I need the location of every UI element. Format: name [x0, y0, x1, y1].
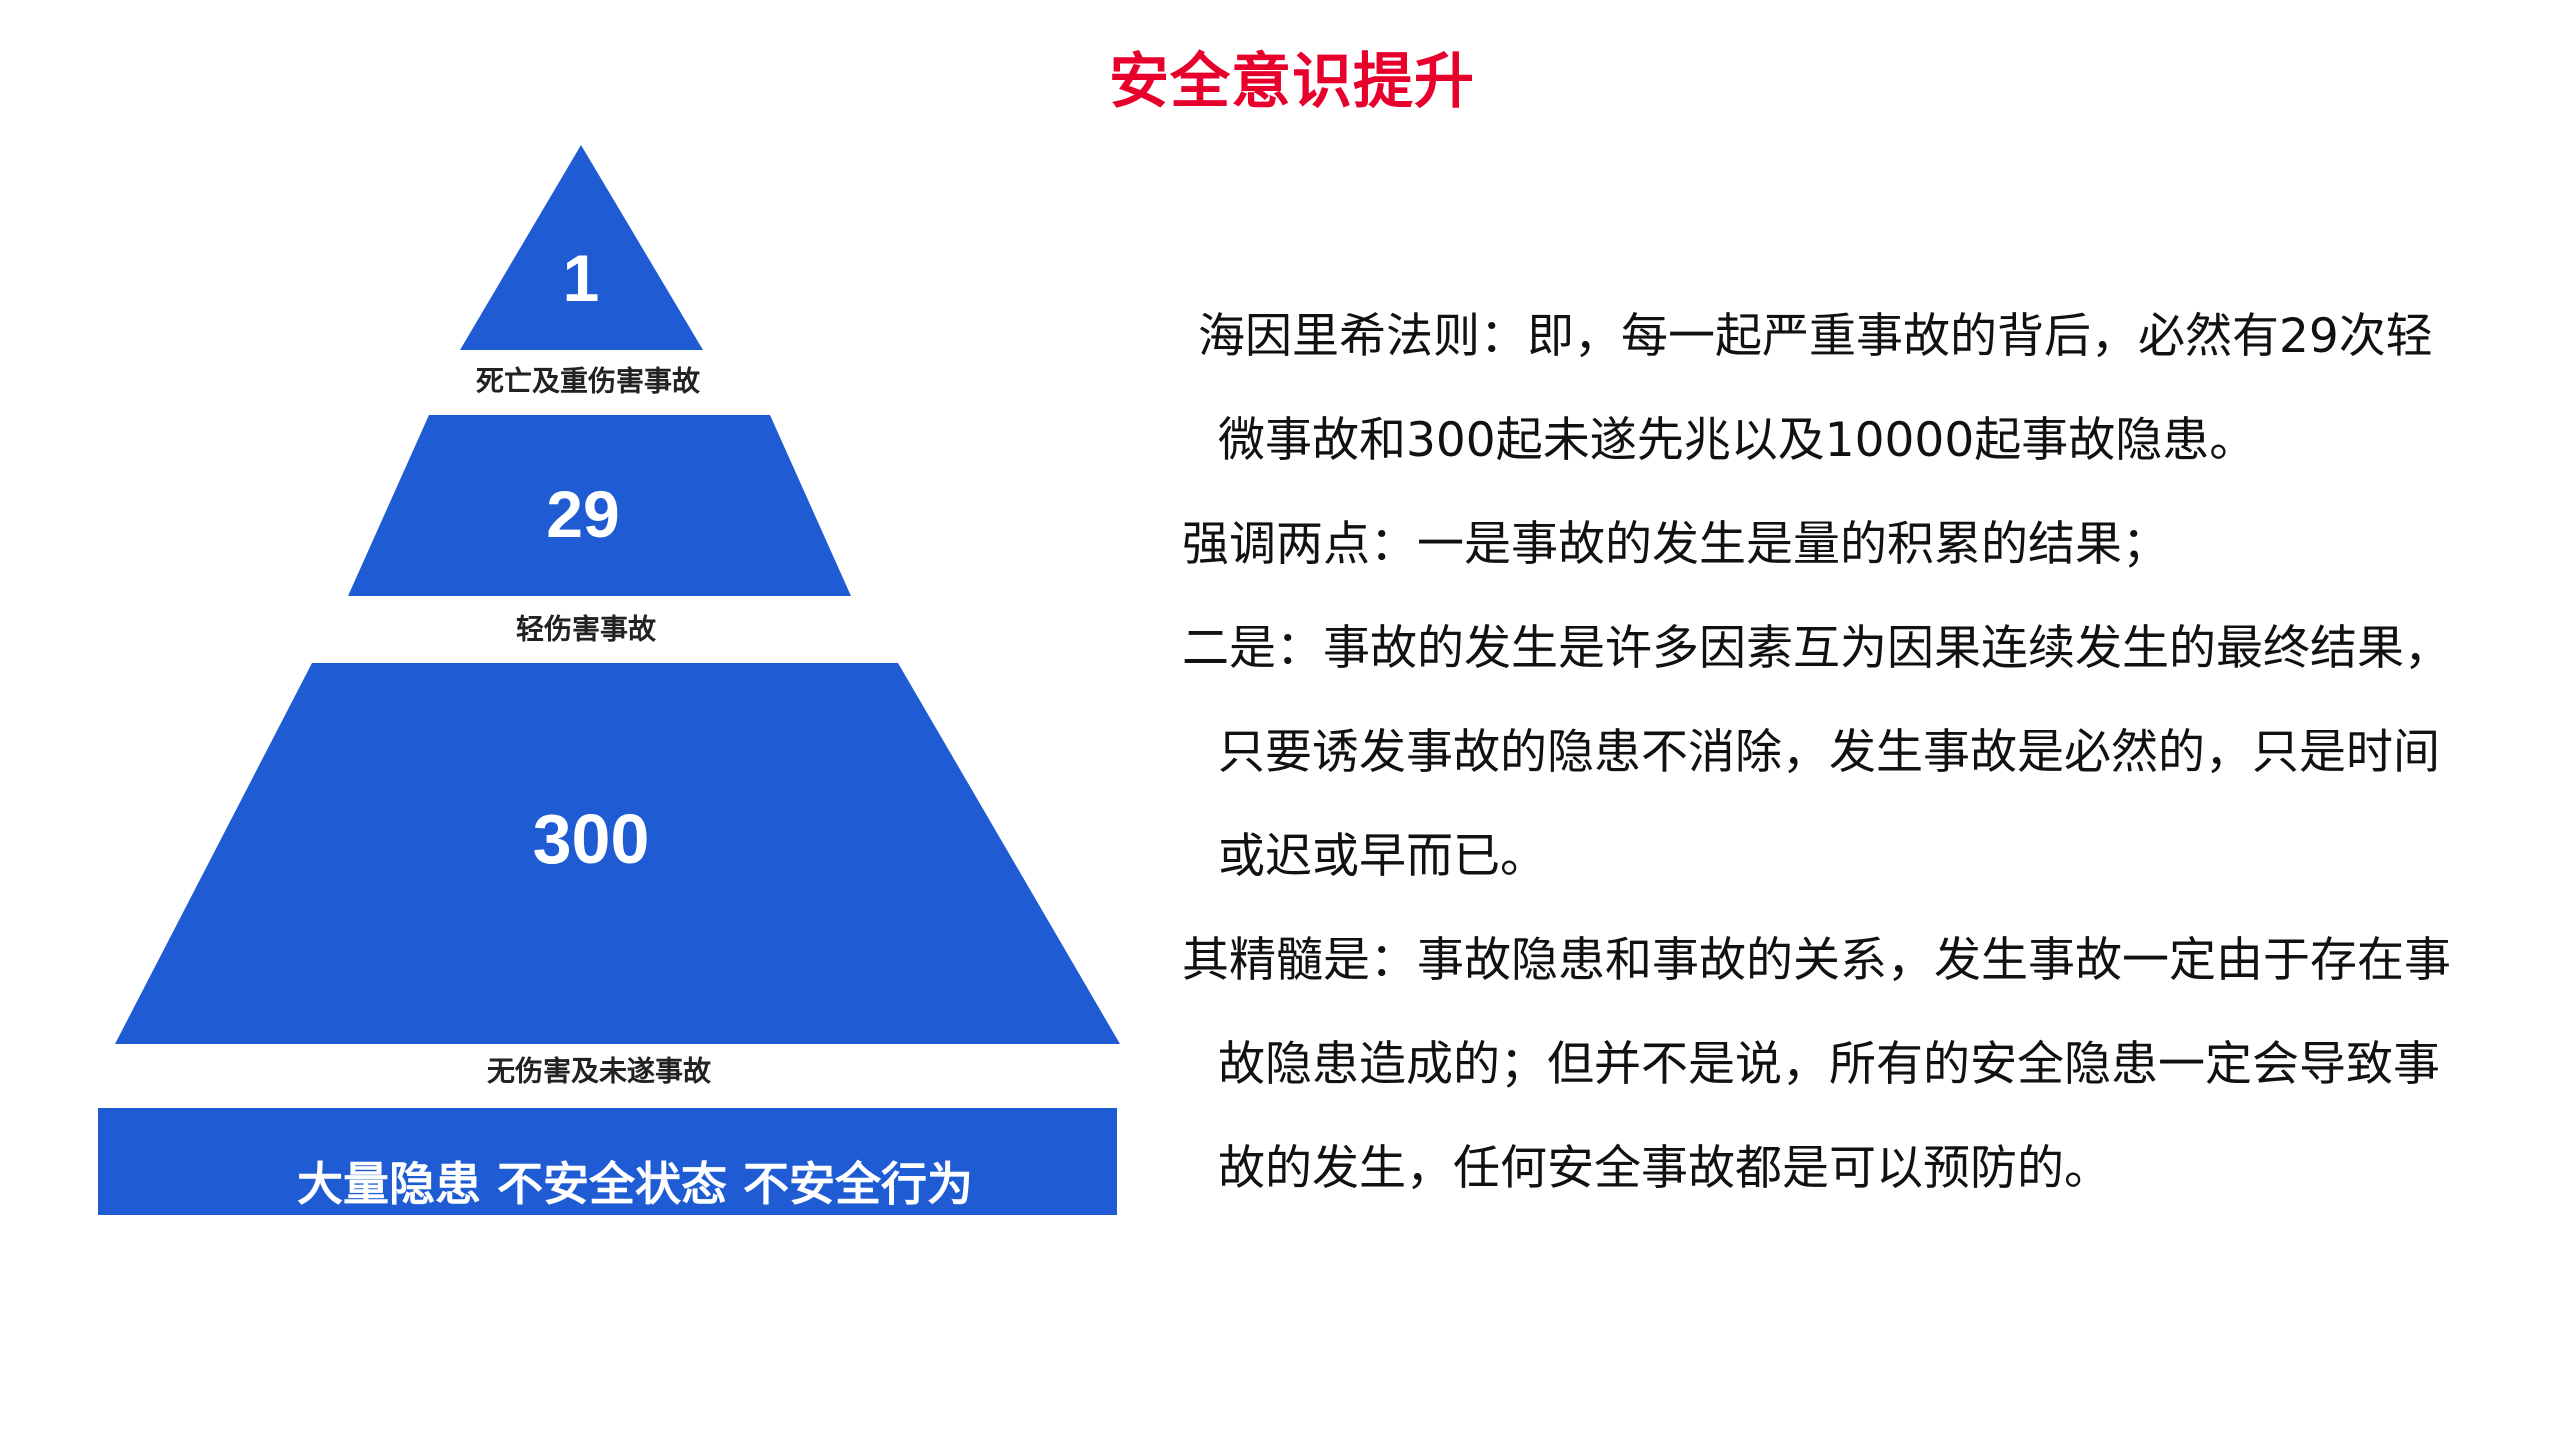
- pyramid-level-1-shape: [460, 145, 703, 350]
- pyramid-level-3-label: 无伤害及未遂事故: [487, 1055, 711, 1088]
- pyramid-level-2-value: 29: [546, 477, 619, 551]
- text-line: 海因里希法则：即，每一起严重事故的背后，必然有29次轻: [1198, 309, 2433, 364]
- text-line: 故隐患造成的；但并不是说，所有的安全隐患一定会导致事: [1218, 1037, 2440, 1092]
- text-line: 微事故和300起未遂先兆以及10000起事故隐患。: [1218, 413, 2257, 468]
- text-line: 其精髓是：事故隐患和事故的关系，发生事故一定由于存在事: [1182, 933, 2451, 988]
- pyramid-base-text: 大量隐患 不安全状态 不安全行为: [297, 1157, 973, 1211]
- heinrich-law-explanation: 海因里希法则：即，每一起严重事故的背后，必然有29次轻 微事故和300起未遂先兆…: [1182, 285, 2542, 1221]
- pyramid-level-3-shape: [115, 663, 1120, 1044]
- text-line: 二是：事故的发生是许多因素互为因果连续发生的最终结果，: [1182, 621, 2451, 676]
- page-title: 安全意识提升: [1109, 47, 1475, 117]
- pyramid-level-1-value: 1: [563, 241, 600, 315]
- pyramid-level-2-label: 轻伤害事故: [516, 613, 656, 646]
- pyramid-base-shape: [98, 1108, 1117, 1215]
- text-line: 只要诱发事故的隐患不消除，发生事故是必然的，只是时间: [1218, 725, 2440, 780]
- text-line: 或迟或早而已。: [1218, 829, 1547, 884]
- text-line: 强调两点：一是事故的发生是量的积累的结果；: [1182, 517, 2169, 572]
- text-line: 故的发生，任何安全事故都是可以预防的。: [1218, 1141, 2111, 1196]
- pyramid-level-2-shape: [348, 415, 851, 596]
- pyramid-level-1-label: 死亡及重伤害事故: [476, 365, 700, 398]
- pyramid-level-3-value: 300: [533, 800, 650, 878]
